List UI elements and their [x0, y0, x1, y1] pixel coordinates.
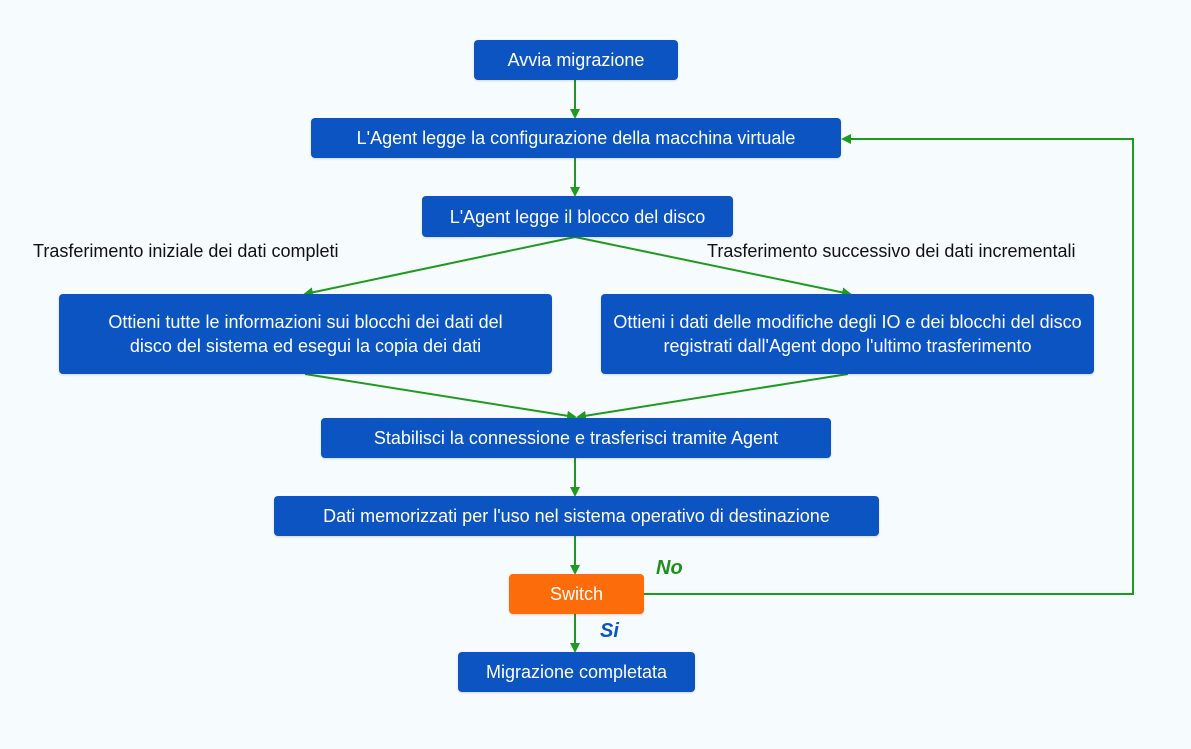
label-no: No — [656, 557, 683, 579]
arrow-full-to-connect — [304, 373, 577, 421]
node-full-copy: Ottieni tutte le informazioni sui blocch… — [59, 294, 552, 374]
label-yes: Si — [600, 620, 619, 642]
arrow-block-to-incremental — [574, 236, 852, 298]
label-incremental-transfer: Trasferimento successivo dei dati increm… — [707, 241, 1076, 261]
node-read-block: L'Agent legge il blocco del disco — [422, 196, 733, 237]
node-switch: Switch — [509, 574, 644, 614]
arrow-incremental-to-connect — [576, 373, 849, 421]
node-done: Migrazione completata — [458, 652, 695, 692]
node-connect: Stabilisci la connessione e trasferisci … — [321, 418, 831, 458]
arrow-block-to-full — [303, 236, 576, 298]
node-incremental: Ottieni i dati delle modifiche degli IO … — [601, 294, 1094, 374]
node-read-config: L'Agent legge la configurazione della ma… — [311, 118, 841, 158]
label-full-transfer: Trasferimento iniziale dei dati completi — [33, 241, 339, 261]
node-stored: Dati memorizzati per l'uso nel sistema o… — [274, 496, 879, 536]
node-start: Avvia migrazione — [474, 40, 678, 80]
arrow-switch-loop-no — [644, 134, 1134, 595]
